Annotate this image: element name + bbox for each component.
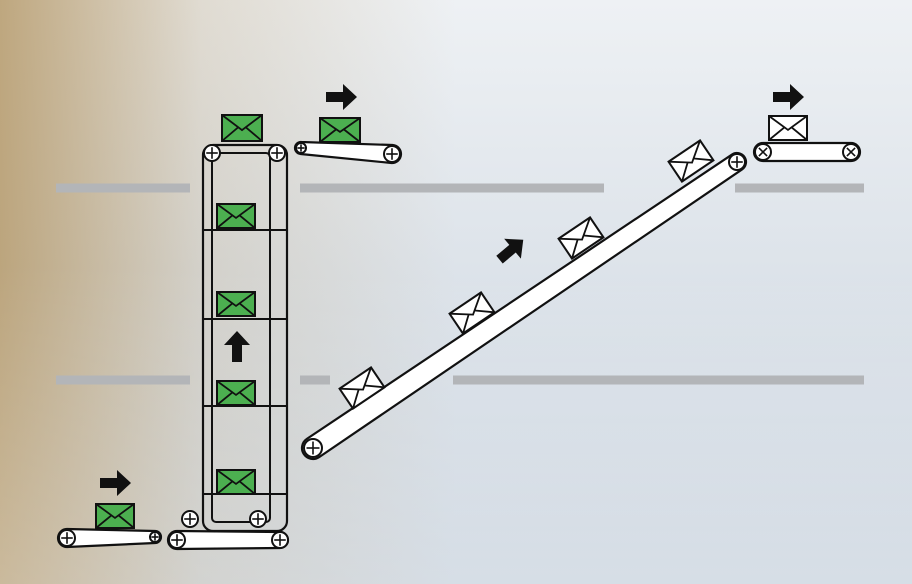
roller-plus-icon [384, 146, 400, 162]
roller-plus-icon [169, 532, 185, 548]
roller-plus-icon [269, 145, 285, 161]
green-envelope-package-icon [222, 115, 262, 141]
roller-plus-icon [204, 145, 220, 161]
roller-plus-icon [272, 532, 288, 548]
green-envelope-package-icon [217, 292, 255, 316]
green-envelope-package-icon [96, 504, 134, 528]
green-envelope-package-icon [217, 470, 255, 494]
roller-plus-icon [150, 532, 160, 542]
roller-plus-icon [250, 511, 266, 527]
roller-cross-icon [843, 144, 859, 160]
green-envelope-package-icon [217, 381, 255, 405]
green-envelope-package-icon [320, 118, 360, 142]
roller-cross-icon [755, 144, 771, 160]
roller-plus-icon [304, 439, 322, 457]
roller-plus-icon [59, 530, 75, 546]
roller-plus-icon [729, 154, 745, 170]
roller-plus-icon [182, 511, 198, 527]
roller-plus-icon [296, 143, 306, 153]
green-envelope-package-icon [217, 204, 255, 228]
white-envelope-icon [769, 116, 807, 140]
